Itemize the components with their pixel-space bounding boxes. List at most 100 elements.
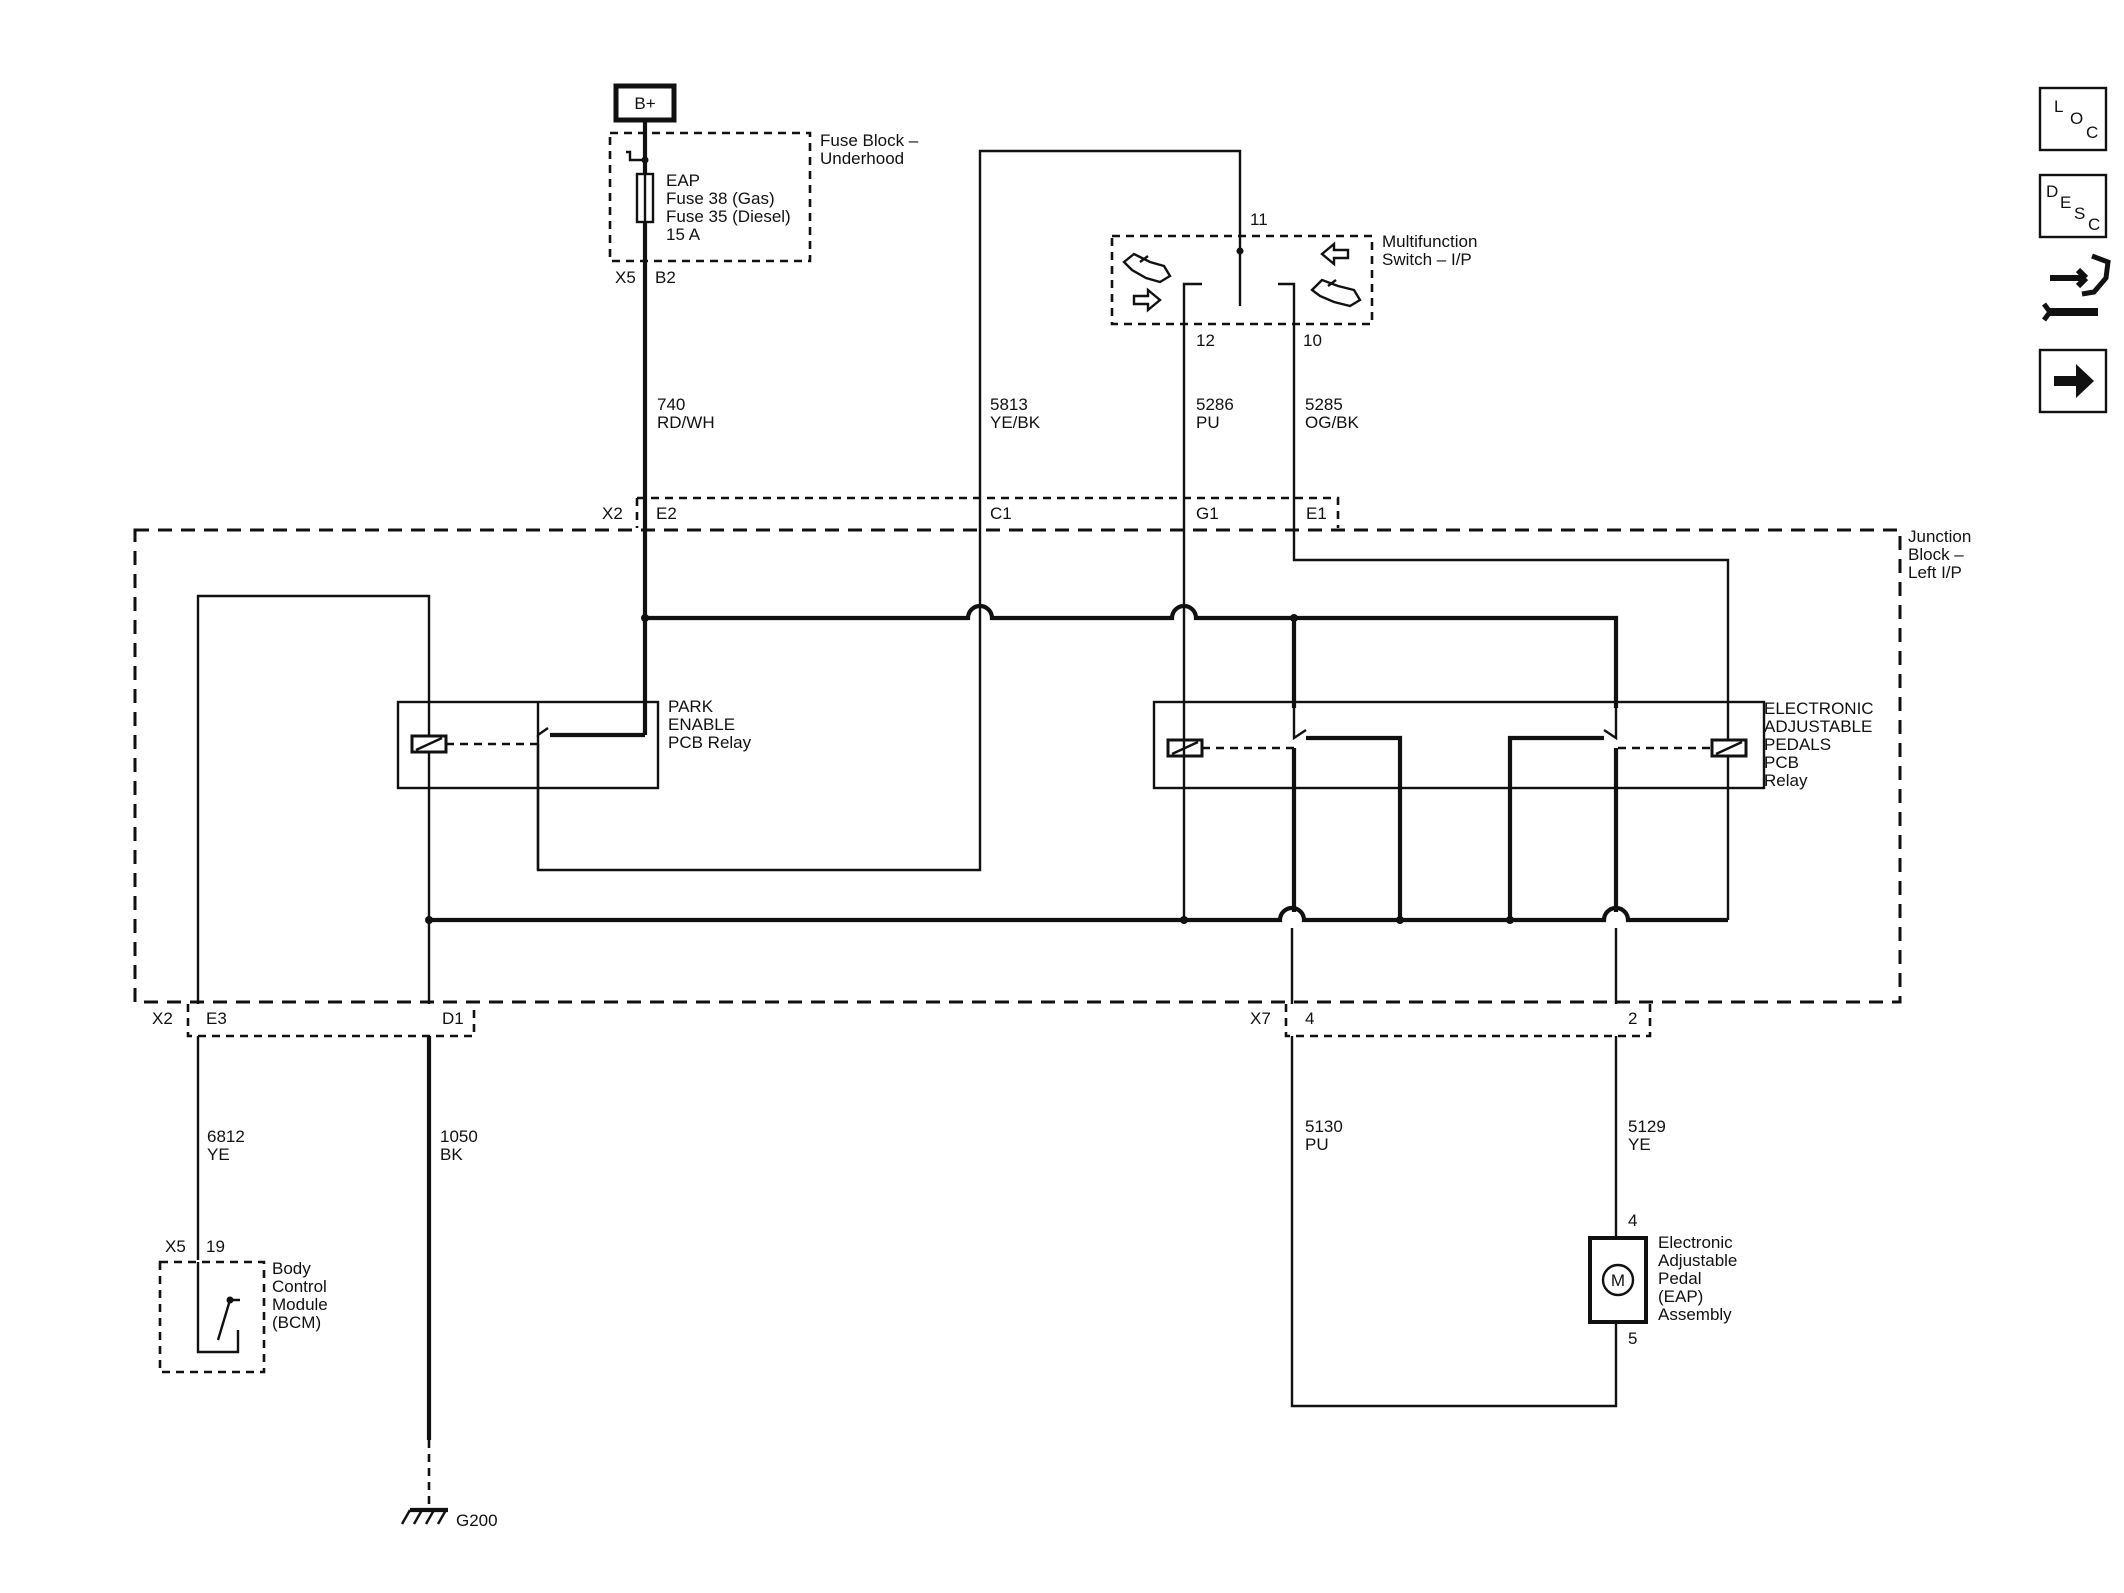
arrow-right-outline-icon xyxy=(1132,287,1162,313)
wire-5813-color: YE/BK xyxy=(990,413,1041,432)
motor-icon xyxy=(1601,1263,1635,1297)
pin-e3: E3 xyxy=(206,1009,227,1028)
description-button-c: C xyxy=(2088,215,2100,234)
wire-5130-circuit: 5130 xyxy=(1305,1117,1343,1136)
connector-x2-top-label: X2 xyxy=(602,504,623,523)
connector-x2-bottom-label: X2 xyxy=(152,1009,173,1028)
multifunction-switch-title: Multifunction xyxy=(1382,232,1477,251)
eap-relay-line2: ADJUSTABLE xyxy=(1764,717,1872,736)
wire-6812-color: YE xyxy=(207,1145,230,1164)
fuse-block-subtitle: Underhood xyxy=(820,149,904,168)
pin-e2: E2 xyxy=(656,504,677,523)
description-button-e: E xyxy=(2060,193,2071,212)
fuse-block-underhood: Fuse Block – Underhood EAP Fuse 38 (Gas)… xyxy=(608,131,919,263)
junction-block-subtitle: Left I/P xyxy=(1908,563,1962,582)
hand-icon-left xyxy=(1122,252,1172,284)
connector-x7: X7 4 2 xyxy=(1250,1004,1652,1038)
description-button-s: S xyxy=(2074,204,2085,223)
wire-1050-circuit: 1050 xyxy=(440,1127,478,1146)
connector-x2-bottom: X2 E3 D1 xyxy=(152,1004,476,1038)
eap-pin-5: 5 xyxy=(1628,1329,1637,1348)
wire-5285 xyxy=(1292,324,1730,708)
hand-icon-right xyxy=(1310,278,1362,308)
ground-bus xyxy=(429,905,1728,923)
bcm-line4: (BCM) xyxy=(272,1313,321,1332)
wire-5285-color: OG/BK xyxy=(1305,413,1360,432)
eap-relay-line4: PCB xyxy=(1764,753,1799,772)
description-button[interactable]: D E S C xyxy=(2038,173,2108,239)
connector-wrench-icon[interactable] xyxy=(2042,253,2111,322)
fuse-name: EAP xyxy=(666,171,700,190)
wire-5286-circuit: 5286 xyxy=(1196,395,1234,414)
eap-pin-4: 4 xyxy=(1628,1211,1637,1230)
park-enable-relay: PARK ENABLE PCB Relay xyxy=(396,697,752,870)
junction-block-title-2: Block – xyxy=(1908,545,1964,564)
connector-x2-top: X2 E2 C1 G1 E1 xyxy=(602,496,1340,528)
bcm-connector: X5 xyxy=(165,1237,186,1256)
eap-line5: Assembly xyxy=(1658,1305,1732,1324)
switch-pin-10: 10 xyxy=(1303,331,1322,350)
wire-6812-internal xyxy=(196,594,431,1004)
location-button-l: L xyxy=(2054,97,2063,116)
fuse-block-title: Fuse Block – xyxy=(820,131,919,150)
pin-x7-2: 2 xyxy=(1628,1009,1637,1028)
park-relay-line2: ENABLE xyxy=(668,715,735,734)
location-button[interactable]: L O C xyxy=(2038,86,2108,152)
multifunction-switch: Multifunction Switch – I/P 11 12 10 xyxy=(1110,210,1477,350)
power-bus xyxy=(645,603,1619,708)
eap-assembly: M 4 5 Electronic Adjustable Pedal (EAP) … xyxy=(1588,1211,1737,1348)
connector-x7-label: X7 xyxy=(1250,1009,1271,1028)
park-relay-line3: PCB Relay xyxy=(668,733,752,752)
eap-relay-line3: PEDALS xyxy=(1764,735,1831,754)
description-button-d: D xyxy=(2046,182,2058,201)
arrow-left-outline-icon xyxy=(1320,241,1350,267)
switch-pin-11: 11 xyxy=(1250,210,1268,229)
power-source: B+ xyxy=(613,83,677,123)
motor-symbol: M xyxy=(1611,1271,1625,1290)
location-button-o: O xyxy=(2070,109,2083,128)
eap-line1: Electronic xyxy=(1658,1233,1733,1252)
bcm-line2: Control xyxy=(272,1277,327,1296)
pin-x7-4: 4 xyxy=(1305,1009,1314,1028)
park-relay-line1: PARK xyxy=(668,697,714,716)
fuse-gas: Fuse 38 (Gas) xyxy=(666,189,775,208)
wire-5129-color: YE xyxy=(1628,1135,1651,1154)
bcm-line1: Body xyxy=(272,1259,311,1278)
eap-line4: (EAP) xyxy=(1658,1287,1703,1306)
eap-relay-line5: Relay xyxy=(1764,771,1808,790)
pin-c1: C1 xyxy=(990,504,1012,523)
eap-relay: ELECTRONIC ADJUSTABLE PEDALS PCB Relay xyxy=(1152,699,1874,920)
bcm-line3: Module xyxy=(272,1295,328,1314)
fuse-block-pin: B2 xyxy=(655,268,676,287)
multifunction-switch-subtitle: Switch – I/P xyxy=(1382,250,1472,269)
pin-e1: E1 xyxy=(1306,504,1327,523)
junction-block-title: Junction xyxy=(1908,527,1971,546)
eap-relay-line1: ELECTRONIC xyxy=(1764,699,1874,718)
wire-5286-color: PU xyxy=(1196,413,1220,432)
wire-740-color: RD/WH xyxy=(657,413,715,432)
bcm-pin: 19 xyxy=(206,1237,225,1256)
ground-label: G200 xyxy=(456,1511,498,1530)
bcm-switch-icon xyxy=(196,1262,240,1354)
switch-pin-12: 12 xyxy=(1196,331,1215,350)
wire-1050-color: BK xyxy=(440,1145,463,1164)
body-control-module: X5 19 Body Control Module (BCM) xyxy=(158,1237,328,1374)
wire-5813-circuit: 5813 xyxy=(990,395,1028,414)
pin-d1: D1 xyxy=(442,1009,464,1028)
fuse-rating: 15 A xyxy=(666,225,701,244)
wire-5130-color: PU xyxy=(1305,1135,1329,1154)
fuse-block-connector: X5 xyxy=(615,268,636,287)
ground-g200: G200 xyxy=(400,1440,498,1530)
wire-5285-circuit: 5285 xyxy=(1305,395,1343,414)
wire-5129-circuit: 5129 xyxy=(1628,1117,1666,1136)
wire-6812-circuit: 6812 xyxy=(207,1127,245,1146)
junction-block-left-ip: Junction Block – Left I/P xyxy=(133,527,1971,1004)
power-source-label: B+ xyxy=(634,94,655,113)
eap-line2: Adjustable xyxy=(1658,1251,1737,1270)
eap-line3: Pedal xyxy=(1658,1269,1701,1288)
wire-740-circuit: 740 xyxy=(657,395,685,414)
pin-g1: G1 xyxy=(1196,504,1219,523)
next-button[interactable] xyxy=(2038,348,2108,414)
location-button-c: C xyxy=(2086,123,2098,142)
